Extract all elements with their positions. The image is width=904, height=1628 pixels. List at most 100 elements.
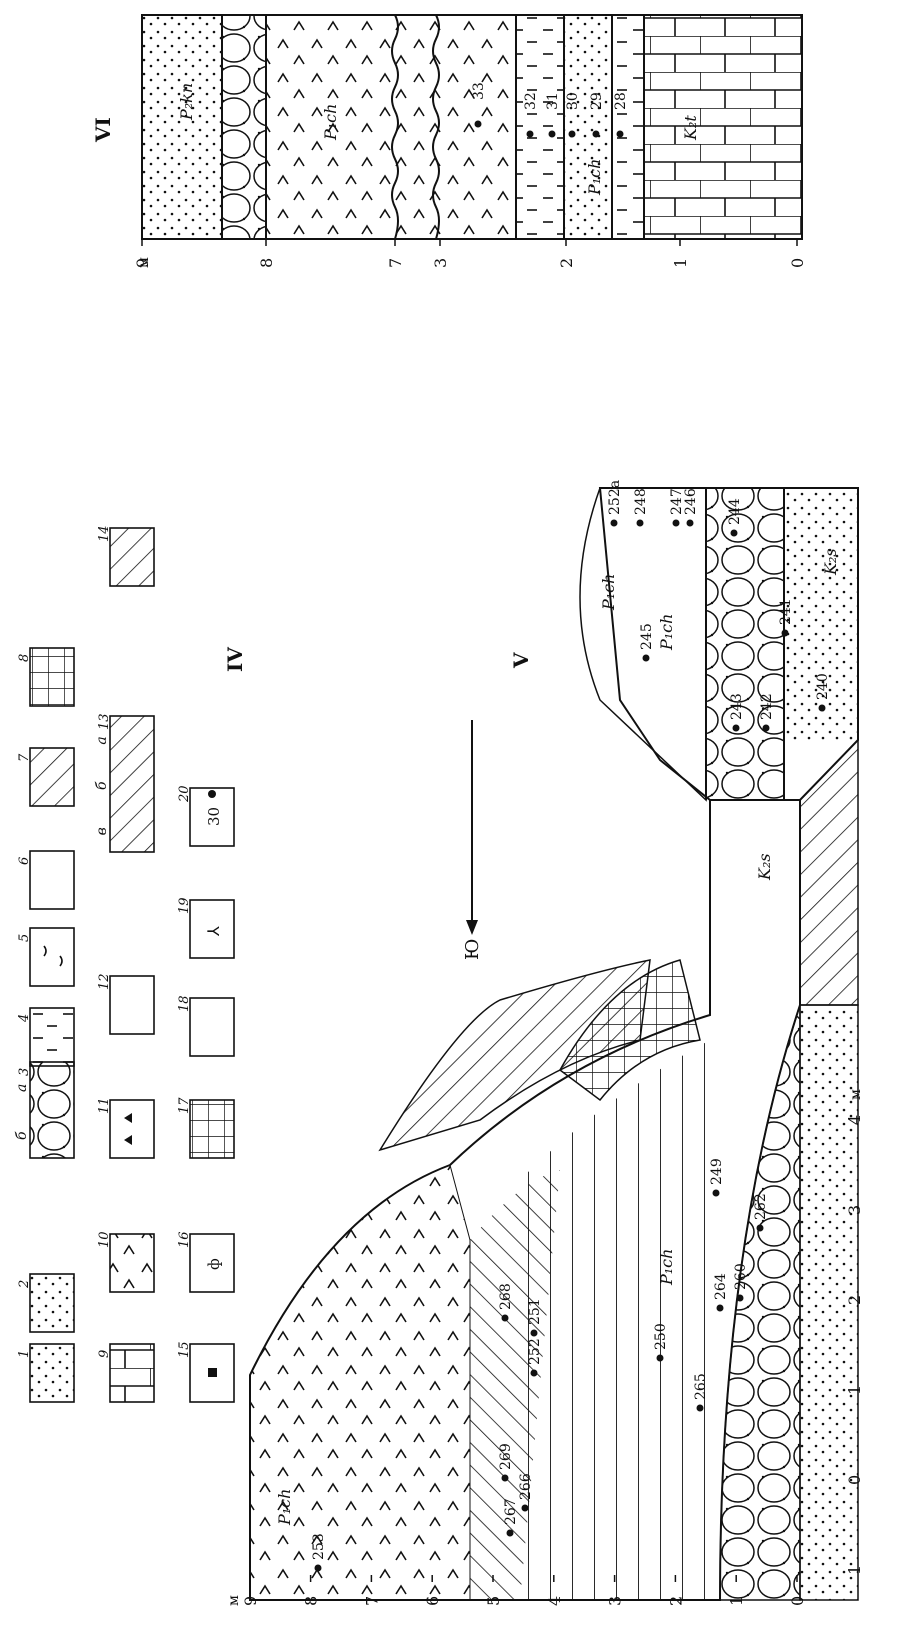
iv-tick-0: 0 — [788, 1596, 807, 1606]
legend-phi-glyph: ф — [205, 1258, 223, 1270]
legend-item-14: 14 — [97, 525, 154, 586]
iv-sample-label: 264 — [713, 1273, 729, 1300]
v-sample-label: 244 — [727, 498, 743, 525]
legend-item-3: 3 а б — [14, 1062, 74, 1158]
iv-hscale-unit: м — [848, 1089, 864, 1100]
layer-conglomerate — [222, 15, 266, 239]
v-sample-248: 248 — [633, 488, 649, 526]
legend: 123аб45678910111213абв1415ф161718⅄193020 — [14, 525, 234, 1402]
vi-unit-3: K₂t — [681, 115, 700, 141]
legend-number-8: 8 — [17, 654, 32, 662]
legend-sub-3-а: а — [14, 1084, 30, 1092]
iv-tick-4: 4 — [545, 1596, 564, 1606]
iv-htick-1: 0 — [845, 1475, 864, 1485]
iv-sample-label: 267 — [503, 1498, 519, 1525]
legend-sample-text: 30 — [205, 807, 223, 826]
legend-item-18: 18 — [177, 995, 234, 1056]
iv-sample-264: 264 — [713, 1273, 729, 1311]
iv-tick-2: 2 — [666, 1596, 685, 1606]
legend-number-3: 3 — [17, 1068, 32, 1076]
iv-htick-5: 4 — [845, 1115, 864, 1125]
legend-sub-13-б: б — [94, 781, 110, 790]
iv-tick-7: 7 — [362, 1596, 381, 1606]
v-sample-label: 248 — [633, 488, 649, 515]
v-sample-245: 245 — [639, 623, 655, 661]
section-iv-label: IV — [223, 647, 247, 672]
legend-item-1: 1 — [17, 1344, 74, 1402]
v-sample-label: 252a — [607, 480, 623, 515]
legend-item-12: 12 — [97, 973, 154, 1034]
legend-item-9: 9 — [97, 1344, 154, 1402]
iv-sample-label: 252 — [527, 1338, 543, 1365]
legend-item-10: 10 — [97, 1231, 154, 1292]
legend-item-16: ф 16 — [177, 1231, 234, 1292]
direction-label: Ю — [462, 939, 483, 960]
direction-arrow: Ю — [462, 720, 483, 960]
v-unit-2: K₂s — [821, 548, 840, 576]
iv-sample-label: 265 — [693, 1373, 709, 1400]
v-sample-label: 242 — [759, 693, 775, 720]
vi-sample-label: 31 — [545, 92, 561, 110]
legend-number-9: 9 — [97, 1350, 112, 1358]
layer-clay-2 — [612, 15, 644, 239]
legend-item-17: 17 — [177, 1097, 234, 1158]
iv-sample-label: 250 — [653, 1323, 669, 1350]
iv-unit-0: P₁ch — [275, 1489, 294, 1526]
legend-sub-13-а: а — [94, 736, 110, 744]
iv-sample-label: 249 — [709, 1158, 725, 1185]
vi-tick-3: 3 — [431, 258, 450, 268]
legend-item-4: 4 — [17, 1008, 74, 1066]
iv-unit-1: P₁ch — [657, 1249, 676, 1286]
legend-number-18: 18 — [177, 995, 192, 1012]
vi-tick-1: 1 — [671, 258, 690, 268]
layer-p2kn — [142, 15, 222, 239]
layer-clay — [516, 15, 564, 239]
v-unit-0: P₁ch — [599, 574, 618, 611]
v-sample-246: 246 — [683, 488, 699, 526]
layer-conglomerate-v — [706, 488, 784, 800]
legend-number-4: 4 — [17, 1014, 32, 1023]
vi-sample-label: 30 — [565, 92, 581, 110]
legend-number-19: 19 — [177, 897, 192, 914]
v-sample-label: 241 — [778, 598, 794, 625]
iv-htick-0: 1 — [845, 1565, 864, 1575]
legend-number-1: 1 — [17, 1350, 32, 1358]
iv-sample-label: 266 — [518, 1473, 534, 1500]
v-unit-3: K₂s — [755, 853, 774, 881]
legend-sub-13-в: в — [94, 827, 110, 835]
iv-htick-4: 3 — [845, 1205, 864, 1215]
layer-k2t — [644, 15, 802, 239]
legend-number-14: 14 — [97, 525, 112, 542]
vi-tick-2: 2 — [557, 258, 576, 268]
legend-number-12: 12 — [97, 973, 112, 990]
iv-sample-label: 262 — [753, 1193, 769, 1220]
legend-number-2: 2 — [17, 1280, 32, 1289]
iv-sample-label: 269 — [498, 1443, 514, 1470]
legend-item-2: 2 — [17, 1274, 74, 1332]
legend-number-5: 5 — [17, 934, 32, 942]
layer-k2s-v — [784, 488, 858, 740]
iv-htick-3: 2 — [845, 1295, 864, 1305]
legend-number-11: 11 — [97, 1097, 112, 1114]
iv-tick-3: 3 — [606, 1596, 625, 1606]
legend-sub-3-б: б — [14, 1131, 30, 1140]
iv-sample-label: 260 — [733, 1263, 749, 1290]
legend-item-11: 11 — [97, 1097, 154, 1158]
legend-number-16: 16 — [177, 1231, 192, 1248]
legend-item-19: ⅄19 — [177, 897, 234, 958]
legend-number-10: 10 — [97, 1231, 112, 1248]
legend-number-15: 15 — [177, 1341, 192, 1358]
v-sample-label: 243 — [729, 693, 745, 720]
vi-unit-2: P₁ch — [585, 159, 604, 196]
vi-sample-label: 28 — [613, 92, 629, 110]
iv-scale-unit: м — [226, 1595, 242, 1606]
legend-item-6: 6 — [17, 851, 74, 909]
iv-htick-2: 1 — [845, 1385, 864, 1395]
iv-sample-label: 268 — [498, 1283, 514, 1310]
vi-sample-label: 33 — [471, 82, 487, 100]
